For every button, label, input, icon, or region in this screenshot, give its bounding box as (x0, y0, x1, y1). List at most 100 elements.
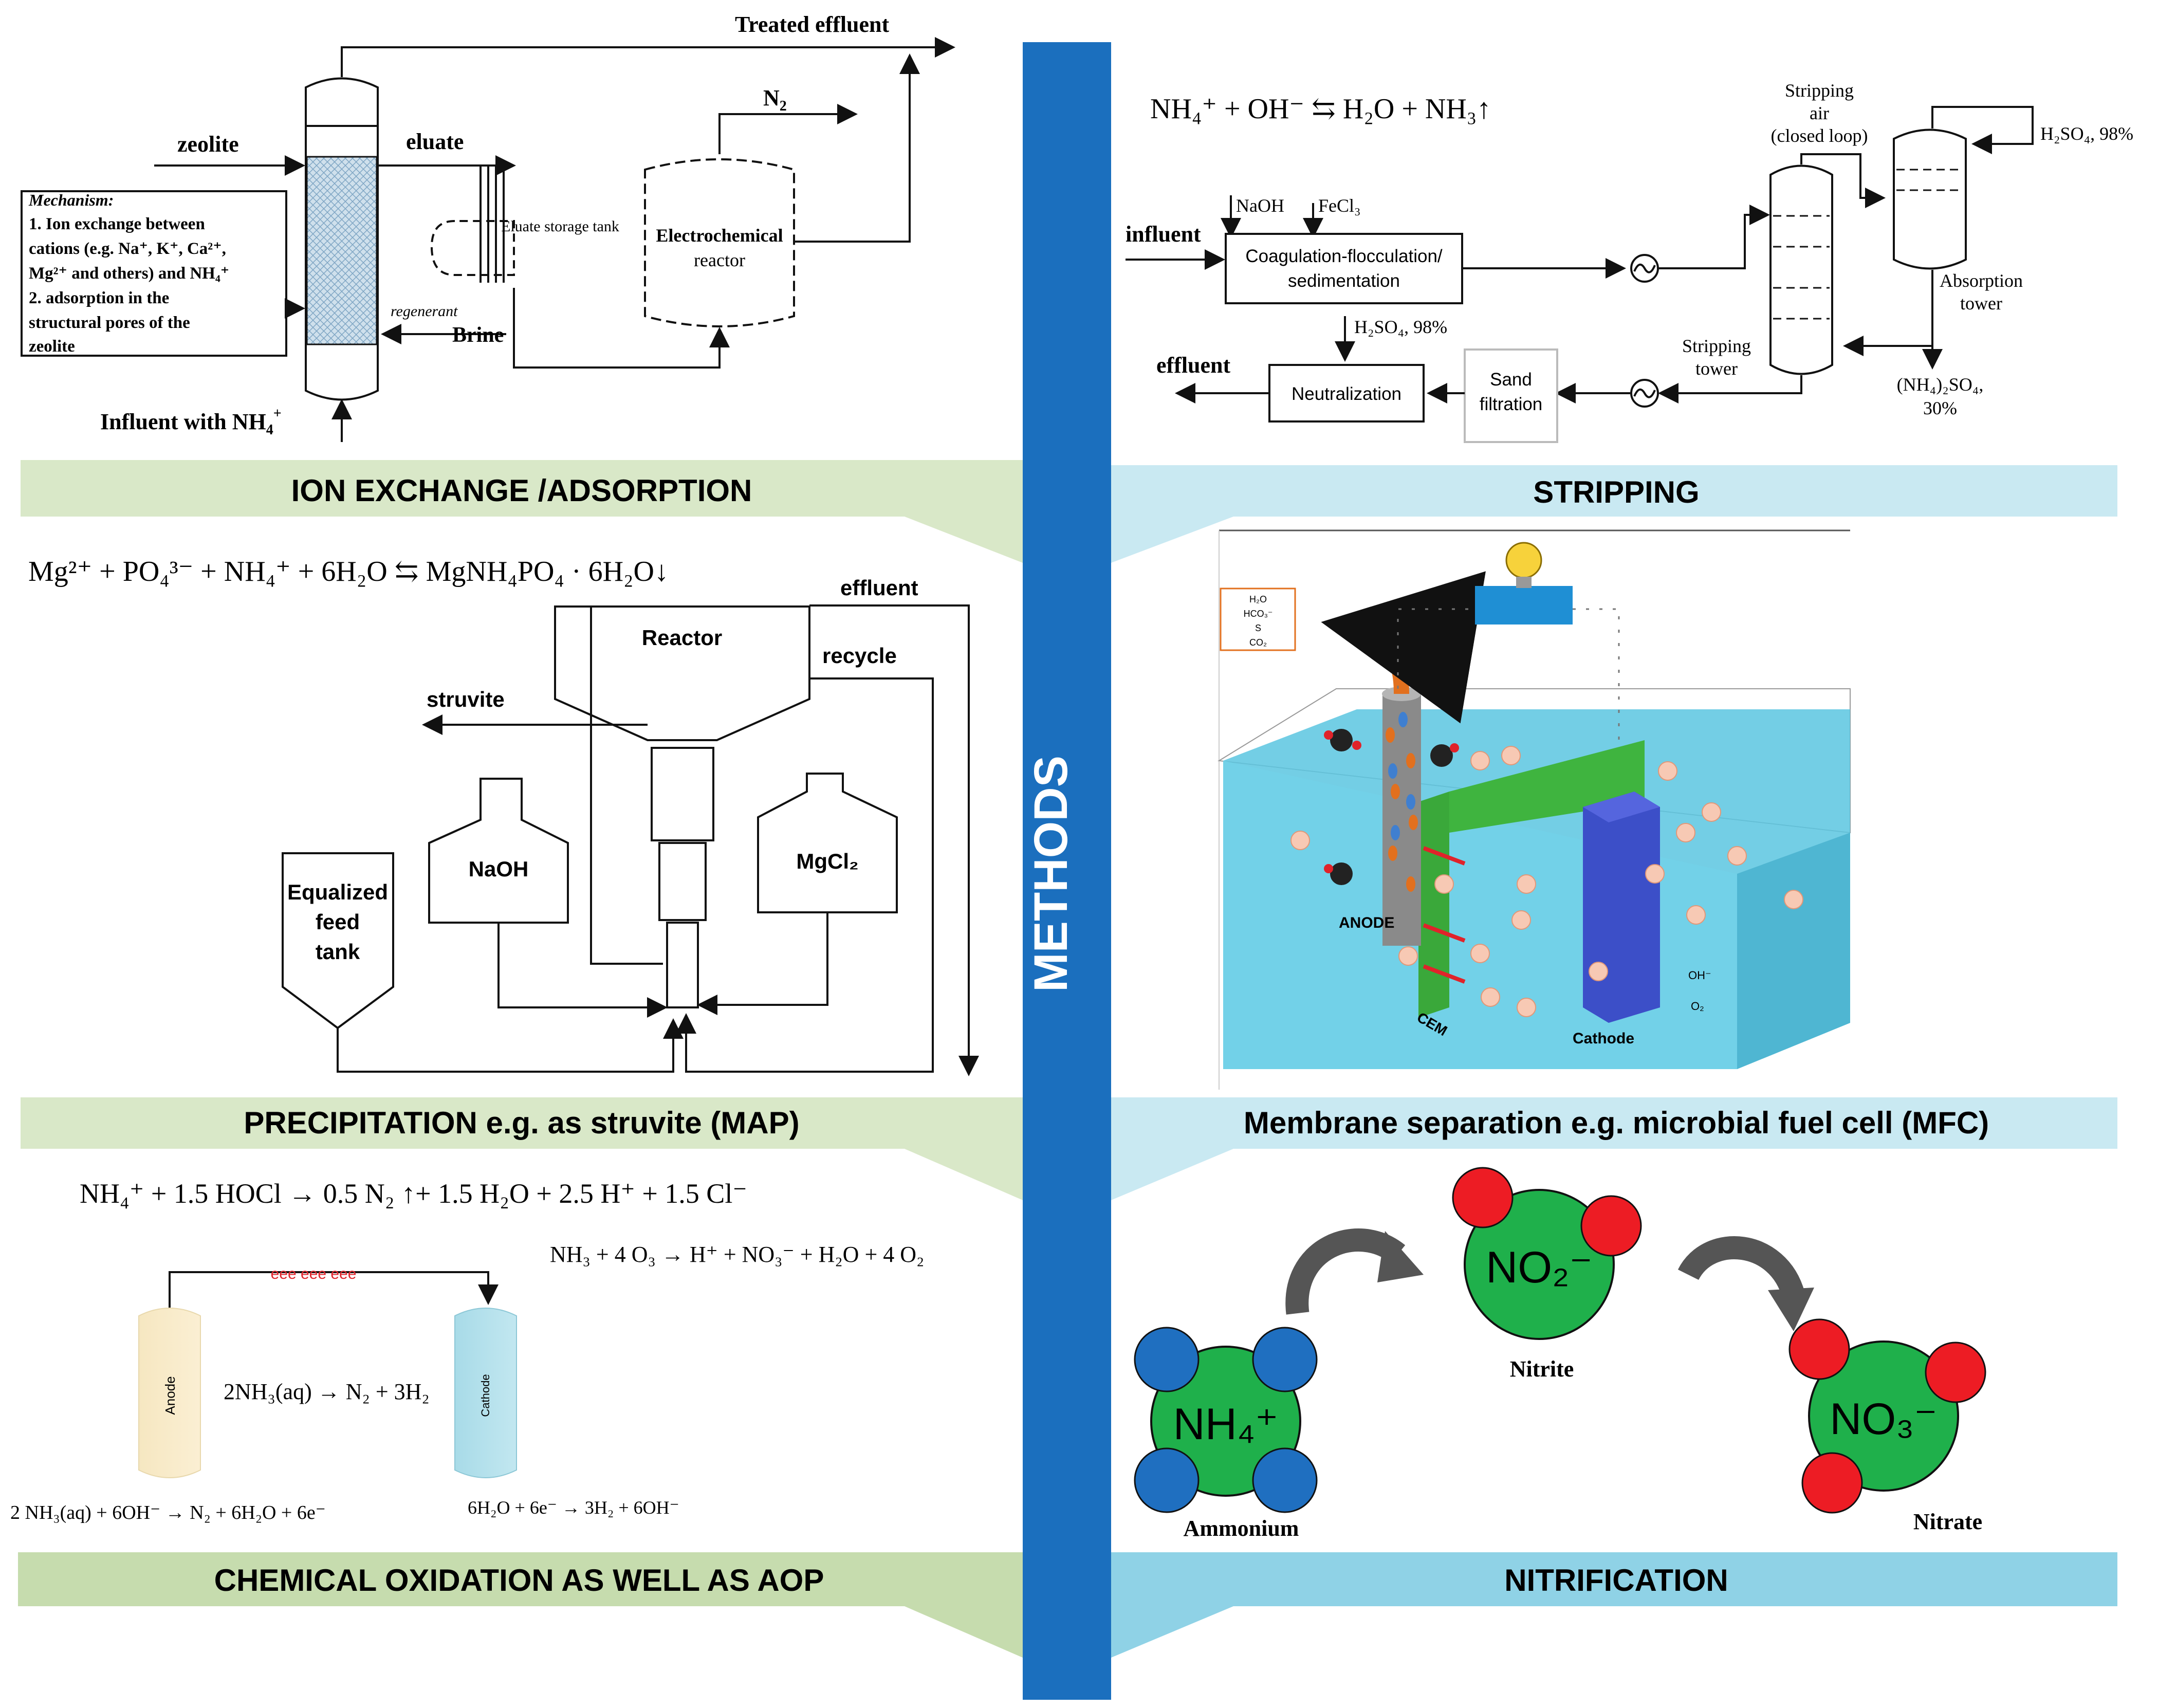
banner-stripping-label: STRIPPING (1533, 475, 1699, 509)
struvite-label: struvite (427, 687, 505, 711)
closed-loop-label: (closed loop) (1771, 125, 1868, 146)
banner-nitrification: NITRIFICATION (1111, 1552, 2117, 1658)
banner-oxidation: CHEMICAL OXIDATION AS WELL AS AOP (18, 1552, 1023, 1658)
eluate-storage-tank (430, 220, 515, 276)
banner-precipitation-label: PRECIPITATION e.g. as struvite (MAP) (244, 1106, 799, 1140)
electrons-label: eee eee eee (271, 1265, 357, 1282)
electrochemical-label: Electrochemical (656, 225, 783, 246)
nitrite-formula: NO₂⁻ (1486, 1243, 1593, 1292)
feed-tank-label-3: tank (316, 940, 360, 964)
nitrification-diagram (1134, 1167, 1986, 1514)
naoh-tank-label: NaOH (469, 857, 529, 881)
mechanism-line: 2. adsorption in the (29, 289, 169, 307)
nitrate-molecule (1788, 1318, 1986, 1514)
banner-ion-exchange: ION EXCHANGE /ADSORPTION (21, 460, 1023, 563)
banner-ion-exchange-label: ION EXCHANGE /ADSORPTION (291, 473, 752, 508)
neutralization-label: Neutralization (1292, 384, 1401, 404)
mechanism-box (21, 190, 287, 357)
naoh-label: NaOH (1236, 195, 1284, 216)
sedimentation-label: sedimentation (1288, 271, 1400, 291)
cell-equation: 2NH₃(aq) → N₂ + 3H₂ (224, 1379, 430, 1404)
brine-label: Brine (452, 323, 504, 347)
stripping-air-label: Stripping (1785, 80, 1854, 101)
ammonium-label: Ammonium (1184, 1516, 1299, 1541)
treated-effluent-label: Treated effluent (735, 12, 890, 37)
anode-equation: 2 NH₃(aq) + 6OH⁻ → N₂ + 6H₂O + 6e⁻ (10, 1502, 326, 1523)
mfc-anode-label: ANODE (1339, 914, 1394, 931)
nitrite-label: Nitrite (1510, 1356, 1574, 1382)
ion-exchange-labels: Treated effluent zeolite eluate N2 Eluat… (28, 12, 890, 438)
coagulation-box (1225, 233, 1463, 304)
mgcl2-tank-label: MgCl₂ (796, 849, 858, 873)
recycle-label: recycle (822, 644, 897, 668)
influent-label: Influent with NH4+ (100, 406, 282, 438)
reactor-label: Reactor (642, 626, 722, 650)
fecl3-label: FeCl₃ (1318, 195, 1361, 216)
oxidation-diagram (138, 1271, 517, 1478)
nitrate-formula: NO₃⁻ (1830, 1394, 1937, 1444)
stripping-tower (1769, 164, 1833, 375)
sand-label: Sand (1490, 370, 1532, 390)
cathode-label: Cathode (479, 1374, 492, 1417)
ammonium-sulfate-label: (NH₄)₂SO₄, (1897, 374, 1984, 395)
mechanism-line: cations (e.g. Na⁺, K⁺, Ca²⁺, (29, 240, 226, 258)
ion-exchange-diagram (21, 37, 955, 442)
stripping-labels: NH₄⁺ + OH⁻ ⇆ H₂O + NH₃↑ influent effluen… (1126, 80, 2133, 418)
h2so4-mid-label: H₂SO₄, 98% (1354, 317, 1447, 337)
mechanism-line: structural pores of the (29, 314, 190, 332)
stripping-diagram (1126, 106, 2034, 443)
coagulation-label: Coagulation-flocculation/ (1245, 246, 1443, 266)
zeolite-label: zeolite (177, 132, 239, 157)
electrochemical-reactor (644, 158, 795, 327)
mgcl2-tank (757, 773, 898, 913)
stripping-equation: NH₄⁺ + OH⁻ ⇆ H₂O + NH₃↑ (1150, 93, 1491, 125)
mechanism-line: zeolite (29, 337, 75, 356)
eluate-label: eluate (406, 129, 464, 154)
stripping-effluent-label: effluent (1156, 353, 1231, 378)
mfc-products-box (1220, 587, 1296, 651)
anode-cylinder (138, 1308, 201, 1478)
h2so4-top-label: H₂SO₄, 98% (2040, 123, 2133, 144)
oxidation-labels: NH₄⁺ + 1.5 HOCl → 0.5 N₂ ↑+ 1.5 H₂O + 2.… (10, 1178, 924, 1523)
air-label: air (1810, 103, 1829, 123)
stripping-influent-label: influent (1126, 222, 1201, 247)
precip-effluent-label: effluent (840, 576, 918, 600)
mfc-o2-label: O₂ (1691, 1000, 1704, 1013)
sand-filtration-box (1464, 348, 1558, 443)
banner-stripping: STRIPPING (1111, 465, 2117, 563)
center-bar (1023, 42, 1111, 1700)
nitrate-label: Nitrate (1913, 1509, 1982, 1534)
naoh-tank (428, 778, 569, 924)
banner-precipitation: PRECIPITATION e.g. as struvite (MAP) (21, 1097, 1023, 1200)
mechanism-line: Mg²⁺ and others) and NH₄⁺ (29, 264, 229, 283)
banner-nitrification-label: NITRIFICATION (1504, 1563, 1728, 1597)
banner-mfc-label: Membrane separation e.g. microbial fuel … (1244, 1106, 1989, 1140)
stripping-tower-label: Stripping (1682, 336, 1751, 356)
center-label: METHODS (1025, 756, 1077, 992)
regenerant-label: regenerant (391, 303, 458, 320)
banner-oxidation-label: CHEMICAL OXIDATION AS WELL AS AOP (214, 1563, 824, 1597)
precipitation-diagram (282, 604, 979, 1076)
neutralization-box (1268, 364, 1425, 423)
nitrite-molecule (1452, 1167, 1642, 1340)
zeolite-bed (306, 156, 378, 345)
feed-tank-label-1: Equalized (287, 880, 388, 904)
eluate-storage-tank-label: Eluate storage tank (501, 218, 619, 235)
mfc-oh-label: OH⁻ (1688, 969, 1711, 982)
ozone-equation: NH₃ + 4 O₃ → H⁺ + NO₃⁻ + H₂O + 4 O₂ (550, 1242, 924, 1267)
absorption-label: Absorption (1940, 270, 2023, 291)
hocl-equation: NH₄⁺ + 1.5 HOCl → 0.5 N₂ ↑+ 1.5 H₂O + 2.… (80, 1178, 747, 1209)
mfc-product-label: S (1255, 623, 1261, 633)
cathode-cylinder (454, 1308, 517, 1478)
ammonium-formula: NH₄⁺ (1173, 1400, 1279, 1449)
stripping-tower-label-2: tower (1695, 358, 1738, 379)
nitrification-labels: NH₄⁺ NO₂⁻ NO₃⁻ Ammonium Nitrite Nitrate (1173, 1243, 1983, 1541)
absorption-tower (1893, 128, 1967, 270)
mfc-product-label: HCO₃⁻ (1244, 609, 1273, 619)
struvite-equation: Mg²⁺ + PO₄³⁻ + NH₄⁺ + 6H₂O ⇆ MgNH₄PO₄ · … (28, 556, 669, 587)
mfc-cathode-label: Cathode (1573, 1030, 1634, 1047)
mfc-product-label: H₂O (1249, 594, 1267, 604)
banner-mfc: Membrane separation e.g. microbial fuel … (1111, 1097, 2117, 1200)
mfc-product-label: CO₂ (1249, 637, 1267, 648)
